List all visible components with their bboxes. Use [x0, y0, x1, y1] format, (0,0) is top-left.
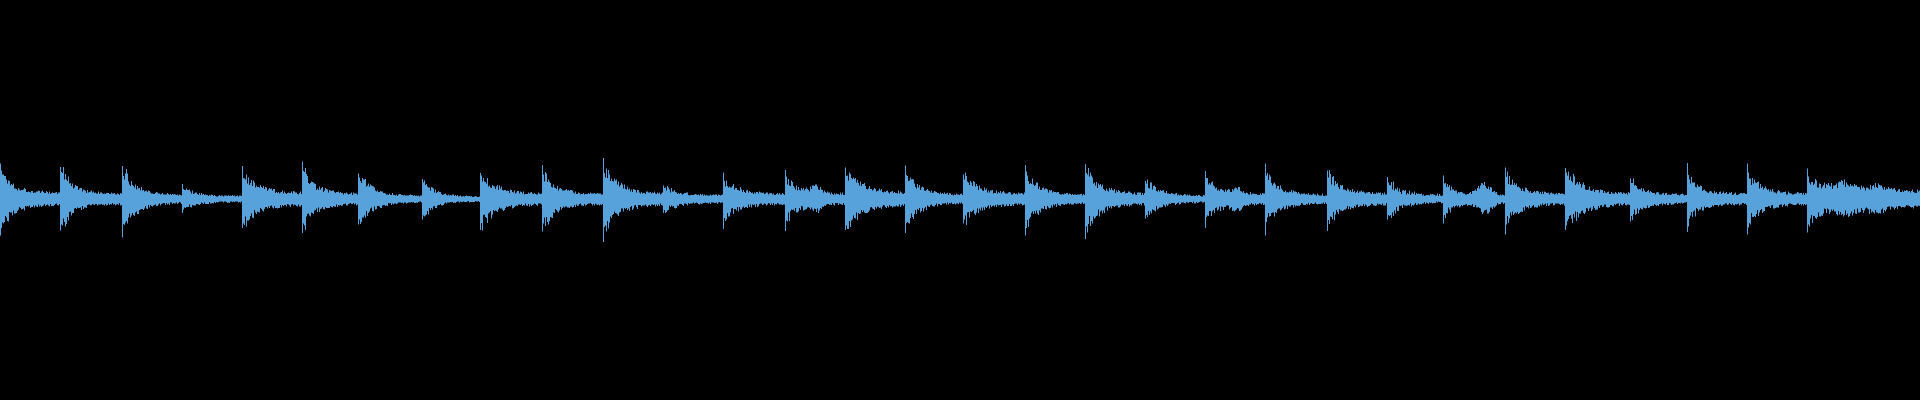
waveform-path — [0, 157, 1920, 243]
